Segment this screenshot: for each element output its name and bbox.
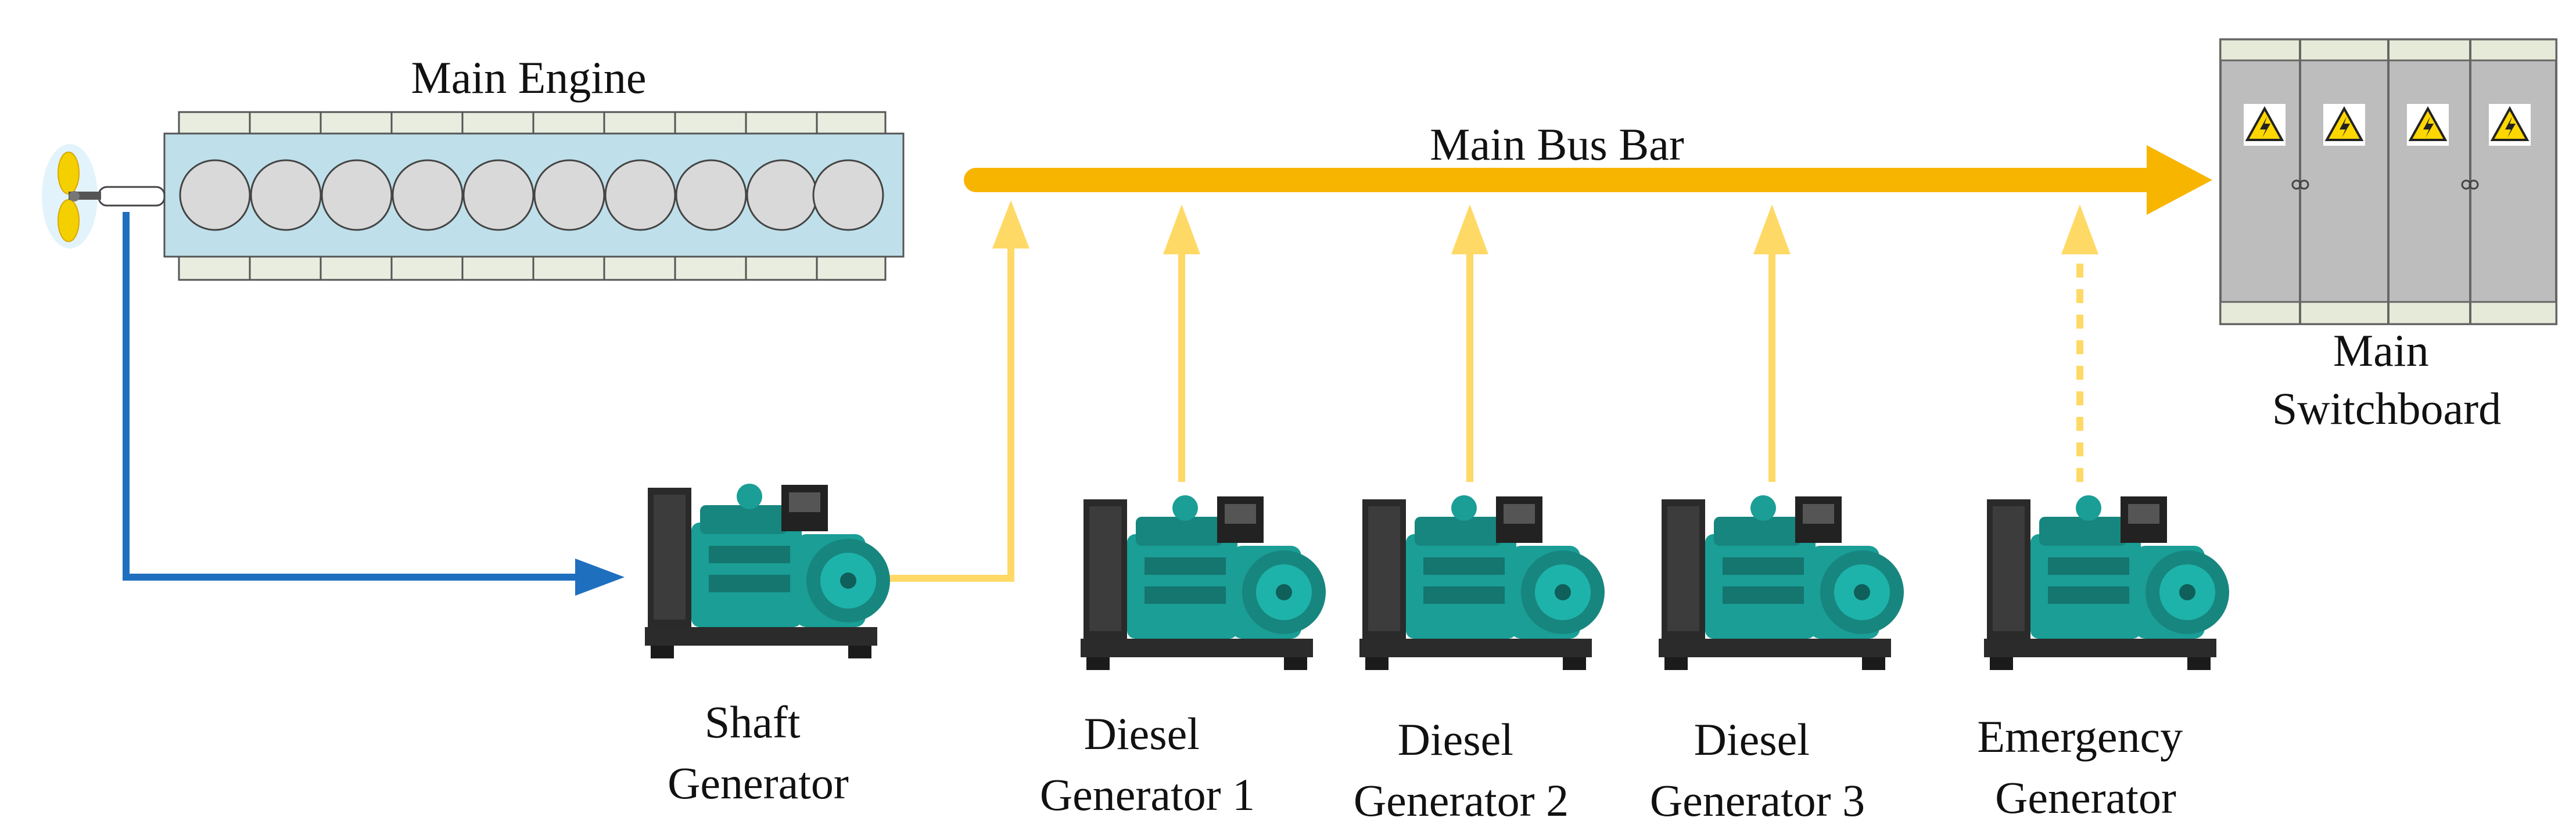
- diesel-generator-2-link: [1451, 204, 1488, 482]
- shaft-generator-link: [888, 200, 1029, 582]
- high-voltage-warning-icon: [2488, 103, 2532, 147]
- diesel-generator-2-label: Diesel Generator 2: [1354, 714, 1569, 826]
- diesel-generator-3-link: [1753, 204, 1791, 482]
- main-engine-label: Main Engine: [411, 52, 646, 103]
- engine-icon: [98, 111, 905, 281]
- high-voltage-warning-icon: [2406, 103, 2450, 147]
- high-voltage-warning-icon: [2243, 103, 2287, 147]
- main-bus-bar-label: Main Bus Bar: [1430, 119, 1684, 170]
- main-switchboard-label: Main Switchboard: [2272, 325, 2501, 434]
- emergency-generator-label: Emergency Generator: [1977, 711, 2194, 823]
- shaft-generator-icon: [645, 484, 890, 658]
- switchboard-icon: [2219, 38, 2557, 325]
- diesel-generator-3-label: Diesel Generator 3: [1650, 714, 1865, 826]
- high-voltage-warning-icon: [2322, 103, 2366, 147]
- diesel-generator-3-icon: [1659, 495, 1904, 670]
- diesel-generator-1-link: [1163, 204, 1200, 482]
- diesel-generator-2-icon: [1359, 495, 1605, 670]
- main-bus-bar: [964, 145, 2212, 215]
- shaft-generator-label: Shaft Generator: [668, 697, 849, 808]
- mechanical-link: [123, 212, 625, 596]
- propeller-icon: [42, 144, 101, 249]
- emergency-generator-link: [2061, 204, 2098, 482]
- diesel-generator-1-label: Diesel Generator 1: [1040, 708, 1255, 820]
- diesel-generator-1-icon: [1081, 495, 1326, 670]
- emergency-generator-icon: [1984, 495, 2229, 670]
